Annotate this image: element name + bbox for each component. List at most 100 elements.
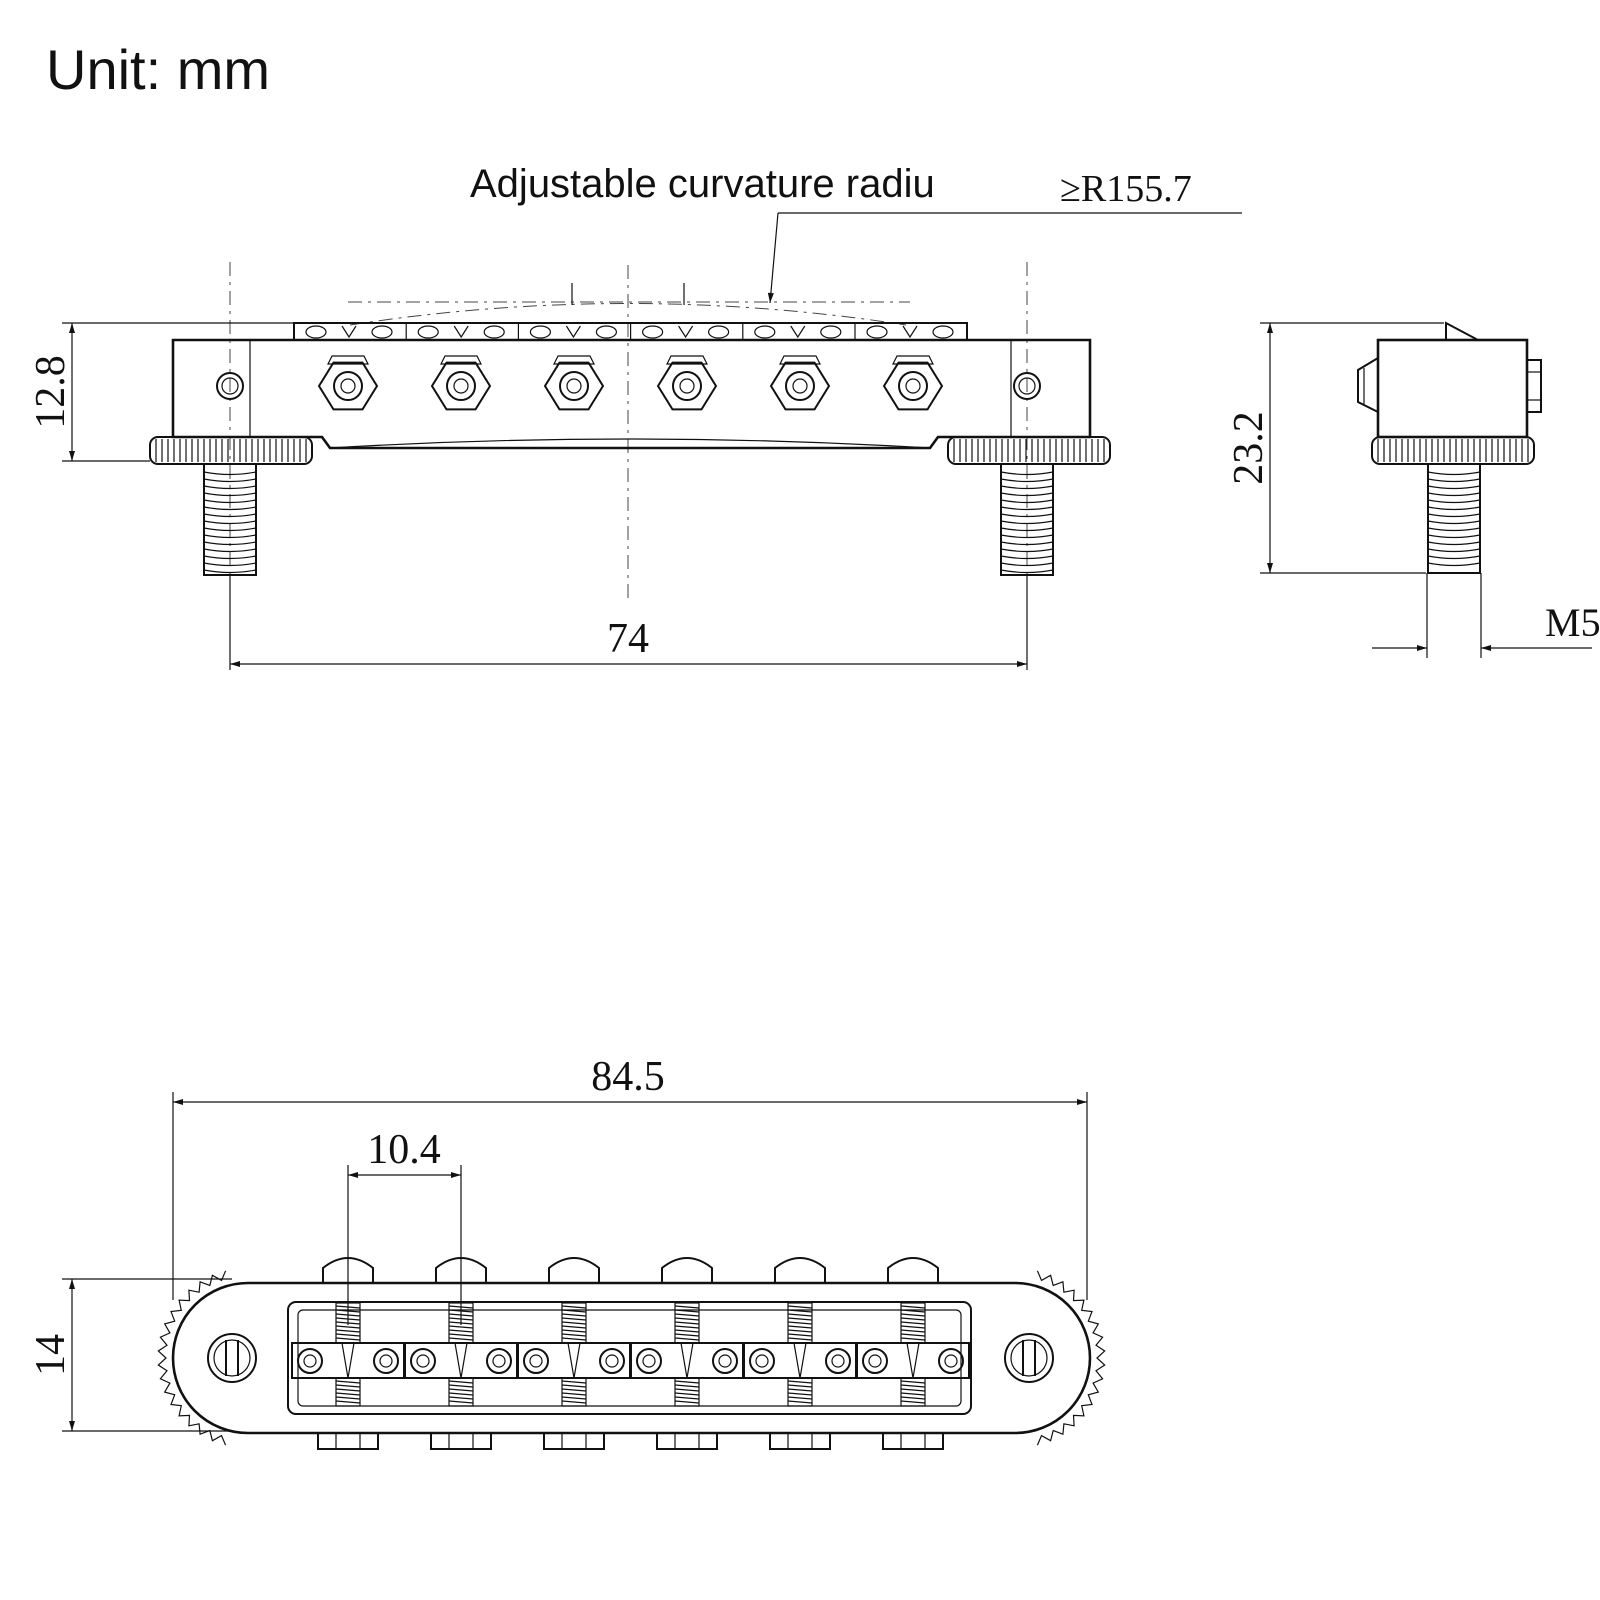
leader-arrow: [767, 212, 779, 304]
thread-line: [1000, 471, 1054, 476]
thread-line: [561, 1313, 587, 1317]
thread-line: [1000, 527, 1054, 532]
side-body: [1376, 338, 1529, 439]
dim-top-width: 74: [229, 575, 1028, 670]
nut-hex: [317, 361, 379, 411]
thread-line: [1000, 520, 1054, 525]
thread-line: [1000, 548, 1054, 553]
saddle-screw: [866, 325, 888, 339]
thread-line: [674, 1313, 700, 1317]
thread-line: [448, 1400, 474, 1404]
thread-line: [1000, 562, 1054, 567]
saddle-notch: [453, 325, 469, 339]
thread-line: [1427, 548, 1481, 553]
thread-line: [561, 1325, 587, 1329]
nut-hex: [882, 361, 944, 411]
nut-ring: [672, 371, 702, 401]
thread-line: [561, 1388, 587, 1392]
thread-line: [203, 541, 257, 546]
curvature-text: Adjustable curvature radiu: [470, 162, 935, 206]
thread-line: [787, 1317, 813, 1321]
thread-line: [561, 1337, 587, 1341]
saddle-screw: [595, 325, 618, 339]
thread-line: [674, 1309, 700, 1313]
saddle-screw-inner: [379, 1354, 393, 1368]
saddle-screw-inner: [416, 1354, 430, 1368]
saddle-screw-inner: [529, 1354, 543, 1368]
saddle-nut-tab: [774, 1257, 826, 1283]
mount-hole-inner: [1018, 377, 1036, 395]
thread-line: [674, 1384, 700, 1388]
thread-line: [1427, 485, 1481, 490]
saddle-screw-inner: [755, 1354, 769, 1368]
string-notch: [454, 1342, 468, 1379]
nut-ring: [559, 371, 589, 401]
hex-nut: [317, 355, 379, 411]
saddle-bottom-nut: [317, 1432, 379, 1450]
thread-line: [561, 1309, 587, 1313]
hex-nut: [430, 355, 492, 411]
thumbwheel: [1371, 436, 1535, 465]
thread-line: [203, 548, 257, 553]
thread-line: [1427, 534, 1481, 539]
mount-hole-left: [216, 372, 244, 400]
thread-line: [674, 1380, 700, 1384]
plan-inner-frame: [287, 1301, 972, 1415]
thread-line: [900, 1392, 926, 1396]
nut-top: [892, 355, 934, 365]
saddle-screw: [636, 1348, 662, 1374]
thread-line: [561, 1396, 587, 1400]
saddle-bottom-nut: [543, 1432, 605, 1450]
saddle-screw: [305, 325, 327, 339]
nut-hole: [905, 378, 921, 394]
thread-line: [787, 1325, 813, 1329]
dim-label: 12.8: [28, 355, 74, 429]
saddle-screw: [754, 325, 776, 339]
threaded-stud: [1427, 463, 1481, 574]
threaded-stud: [1000, 463, 1054, 576]
thread-line: [787, 1333, 813, 1337]
thread-line: [787, 1380, 813, 1384]
saddle-nut-tab: [887, 1257, 939, 1283]
nut-top: [440, 355, 482, 365]
thread-line: [203, 499, 257, 504]
thread-line: [561, 1305, 587, 1309]
thread-line: [674, 1396, 700, 1400]
thread-line: [203, 534, 257, 539]
thread-line: [674, 1329, 700, 1333]
saddle-bottom-nut: [882, 1432, 944, 1450]
thread-line: [1427, 562, 1481, 567]
screw-outer: [207, 1333, 257, 1383]
dim-bottom-height: 14: [28, 1278, 232, 1432]
thread-line: [203, 520, 257, 525]
thread-line: [674, 1305, 700, 1309]
nut-hole: [792, 378, 808, 394]
thread-line: [448, 1325, 474, 1329]
string-notch: [906, 1342, 920, 1379]
thread-line: [1427, 506, 1481, 511]
thread-line: [787, 1337, 813, 1341]
thread-line: [900, 1384, 926, 1388]
threaded-stud: [203, 463, 257, 576]
thread-line: [900, 1309, 926, 1313]
saddle-bottom-nut: [430, 1432, 492, 1450]
thread-line: [335, 1400, 361, 1404]
dim-side-height: 23.2: [1226, 322, 1444, 574]
thread-line: [1000, 569, 1054, 574]
knurl-edge: [157, 1270, 227, 1446]
saddle-notch: [678, 325, 694, 339]
thread-line: [561, 1380, 587, 1384]
curvature-annotation: Adjustable curvature radiu ≥R155.7: [470, 162, 1242, 304]
saddle-screw: [483, 325, 505, 339]
thread-line: [335, 1333, 361, 1337]
plan-body: [171, 1281, 1092, 1435]
saddle: [517, 1257, 631, 1450]
thread-line: [203, 471, 257, 476]
thread-line: [335, 1392, 361, 1396]
saddle-notch: [341, 325, 357, 339]
thread-line: [1000, 492, 1054, 497]
dim-thread: M5: [1372, 573, 1600, 658]
stud-outline: [1427, 463, 1481, 574]
thread-line: [1427, 478, 1481, 483]
